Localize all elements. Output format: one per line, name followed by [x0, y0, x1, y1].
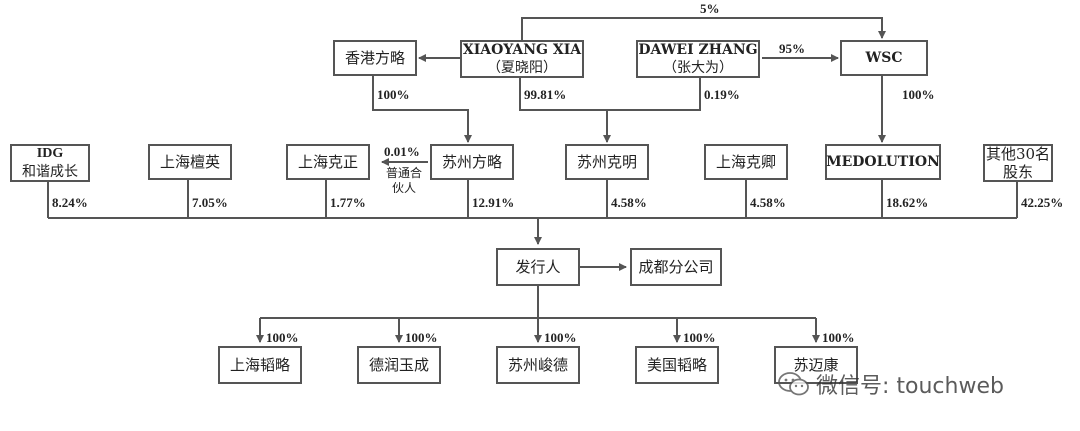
node-xianggang-fanglue: 香港方略: [333, 40, 417, 76]
node-label: MEDOLUTION: [826, 154, 940, 170]
node-label: 苏迈康: [793, 356, 839, 374]
node-label: 其他30名: [985, 145, 1051, 163]
node-label: 上海克卿: [715, 153, 776, 171]
node-label: 成都分公司: [638, 258, 714, 276]
node-medolution: MEDOLUTION: [825, 144, 941, 180]
wechat-icon: [778, 372, 809, 396]
pct-hk-fanglue: 100%: [377, 87, 410, 102]
pct-zhang-keming: 0.19%: [704, 87, 740, 102]
node-sublabel: （夏晓阳）: [487, 60, 557, 76]
node-label: XIAOYANG XIA: [462, 42, 582, 58]
pct-shanghai-keqing: 4.58%: [750, 195, 786, 210]
pct-fanglue-kezheng: 0.01%: [384, 144, 420, 159]
wechat-watermark: 微信号: touchweb: [778, 368, 1004, 400]
node-suzhou-fanglue: 苏州方略: [430, 144, 514, 180]
pct-suzhou-fanglue: 12.91%: [472, 195, 515, 210]
node-meiguo-taolue: 美国韬略: [635, 346, 719, 384]
node-label: 上海克正: [297, 153, 358, 171]
pct-sub-taolue: 100%: [266, 330, 299, 345]
gp-note: 普通合 伙人: [385, 166, 422, 195]
node-label: 苏州方略: [441, 153, 502, 171]
node-label: 德润玉成: [368, 356, 429, 374]
pct-sub-sumaikang: 100%: [822, 330, 855, 345]
node-label: 美国韬略: [646, 356, 707, 374]
pct-idg: 8.24%: [52, 195, 88, 210]
pct-sub-junde: 100%: [544, 330, 577, 345]
node-suzhou-junde: 苏州峻德: [496, 346, 580, 384]
node-wsc: WSC: [840, 40, 928, 76]
node-idg: IDG 和谐成长: [10, 144, 90, 182]
node-label: 发行人: [515, 258, 561, 276]
pct-suzhou-keming: 4.58%: [611, 195, 647, 210]
node-shanghai-keqing: 上海克卿: [704, 144, 788, 180]
node-label: WSC: [865, 50, 903, 66]
node-issuer: 发行人: [496, 248, 580, 286]
node-chengdu-branch: 成都分公司: [630, 248, 722, 286]
pct-sub-meiguo: 100%: [683, 330, 716, 345]
node-label: DAWEI ZHANG: [638, 42, 758, 58]
pct-medolution: 18.62%: [886, 195, 929, 210]
node-sublabel: 和谐成长: [22, 164, 78, 180]
node-dawei-zhang: DAWEI ZHANG （张大为）: [636, 40, 760, 78]
node-label: 苏州峻德: [507, 356, 568, 374]
node-xiaoyang-xia: XIAOYANG XIA （夏晓阳）: [460, 40, 584, 78]
node-label: 上海檀英: [159, 153, 220, 171]
pct-wsc-medolution: 100%: [902, 87, 935, 102]
node-label: IDG: [36, 146, 64, 161]
pct-xia-keming: 99.81%: [524, 87, 567, 102]
node-sublabel: 股东: [1002, 163, 1033, 181]
node-other-shareholders: 其他30名 股东: [983, 144, 1053, 182]
node-derun-yucheng: 德润玉成: [357, 346, 441, 384]
watermark-text: 微信号: touchweb: [816, 374, 1004, 399]
pct-other-shareholders: 42.25%: [1021, 195, 1064, 210]
pct-sub-derun: 100%: [405, 330, 438, 345]
node-label: 上海韬略: [229, 356, 290, 374]
node-sumaikang: 苏迈康: [774, 346, 858, 384]
pct-xia-wsc: 5%: [700, 1, 720, 16]
node-label: 苏州克明: [576, 153, 637, 171]
node-shanghai-taolue: 上海韬略: [218, 346, 302, 384]
pct-kezheng: 1.77%: [330, 195, 366, 210]
pct-zhang-wsc: 95%: [779, 41, 805, 56]
node-label: 香港方略: [344, 49, 405, 67]
node-shanghai-kezheng: 上海克正: [286, 144, 370, 180]
node-suzhou-keming: 苏州克明: [565, 144, 649, 180]
pct-tanying: 7.05%: [192, 195, 228, 210]
node-shanghai-tanying: 上海檀英: [148, 144, 232, 180]
node-sublabel: （张大为）: [663, 60, 733, 76]
